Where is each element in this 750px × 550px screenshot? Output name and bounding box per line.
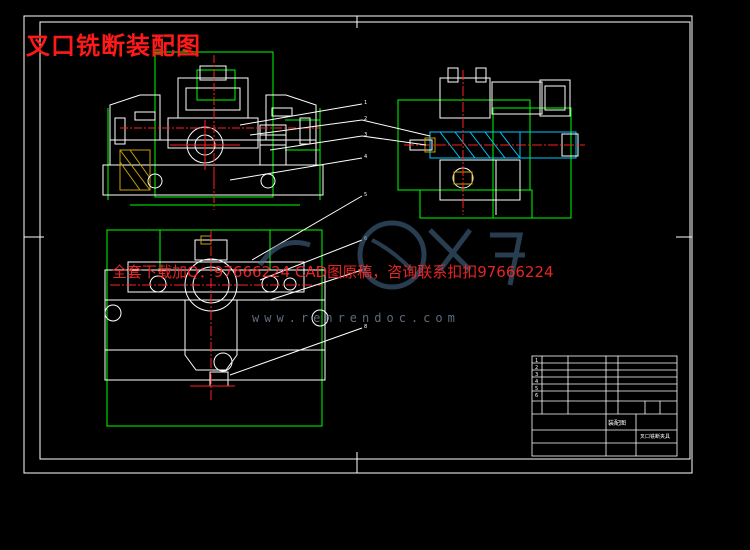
callout-5: 5 bbox=[364, 192, 367, 198]
assembly-name: 叉口铣断夹具 bbox=[640, 433, 670, 440]
drawing-label: 装配图 bbox=[608, 419, 626, 427]
sheet-border-outer bbox=[23, 15, 693, 474]
parts-row-6: 6 bbox=[535, 393, 538, 399]
front-view bbox=[102, 51, 363, 210]
watermark-contact-text: 全套下载加Q：97666224 CAD图原稿，咨询联系扣扣97666224 bbox=[112, 263, 554, 281]
parts-row-1: 1 bbox=[535, 358, 538, 364]
side-view bbox=[361, 67, 585, 219]
parts-row-4: 4 bbox=[535, 379, 538, 385]
callout-2: 2 bbox=[364, 116, 367, 122]
parts-row-2: 2 bbox=[535, 365, 538, 371]
drawing-title: 叉口铣断装配图 bbox=[26, 32, 201, 60]
watermark-url: www.renrendoc.com bbox=[252, 311, 460, 325]
parts-row-3: 3 bbox=[535, 372, 538, 378]
watermark-logo bbox=[257, 220, 525, 290]
title-block bbox=[531, 355, 678, 457]
callout-3: 3 bbox=[364, 132, 367, 138]
title-block-text: 1 2 3 4 5 6 装配图 叉口铣断夹具 bbox=[535, 358, 670, 440]
callout-1: 1 bbox=[364, 100, 367, 106]
callout-labels: 1 2 3 4 5 6 7 8 bbox=[364, 100, 367, 330]
parts-row-5: 5 bbox=[535, 386, 538, 392]
top-view bbox=[104, 195, 363, 427]
sheet-border-inner bbox=[39, 21, 691, 460]
callout-8: 8 bbox=[364, 324, 367, 330]
callout-4: 4 bbox=[364, 154, 367, 160]
